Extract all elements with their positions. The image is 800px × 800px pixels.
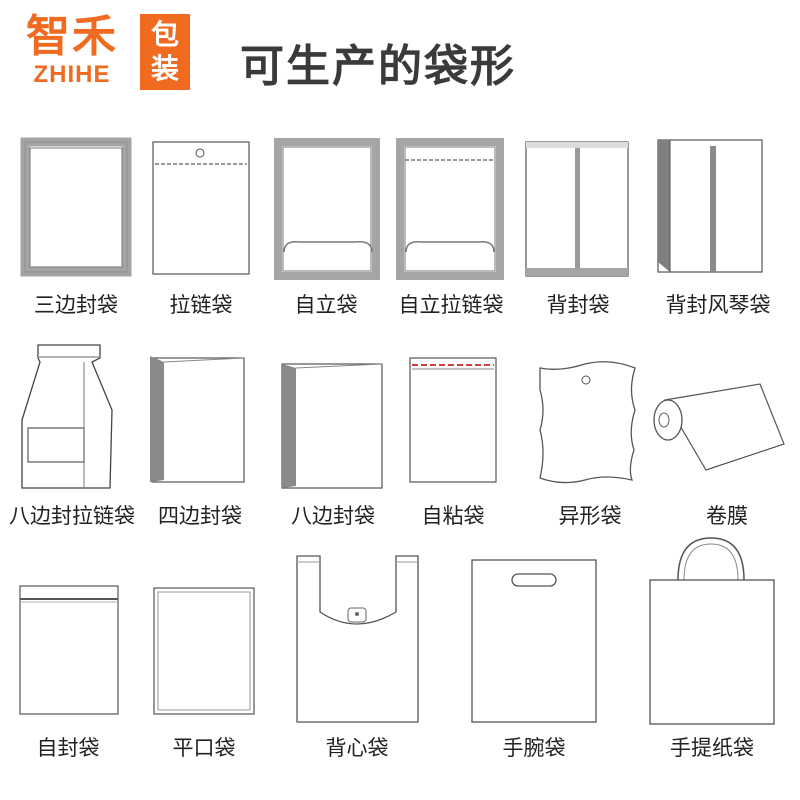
bag-label: 八边封袋 xyxy=(291,504,375,528)
bag-label: 三边封袋 xyxy=(34,293,118,317)
bag-label: 八边封拉链袋 xyxy=(9,504,135,528)
page-title: 可生产的袋形 xyxy=(240,41,516,92)
bag-label: 自立拉链袋 xyxy=(398,293,504,317)
bag-label: 背封袋 xyxy=(546,293,610,317)
bag-label: 手腕袋 xyxy=(502,736,566,760)
bag-label: 自封袋 xyxy=(36,736,100,760)
bag-label: 手提纸袋 xyxy=(670,736,754,760)
bag-label: 自立袋 xyxy=(294,293,358,317)
bag-label: 自粘袋 xyxy=(421,504,485,528)
bag-label: 四边封袋 xyxy=(158,504,242,528)
brand-wordmark: 智禾 ZHIHE xyxy=(12,12,132,92)
brand-badge: 包 装 xyxy=(140,14,190,90)
brand-name-cn: 智禾 xyxy=(26,11,118,62)
bag-label: 背心袋 xyxy=(325,736,389,760)
brand-badge-char-2: 装 xyxy=(150,52,179,85)
bag-label: 异形袋 xyxy=(558,504,622,528)
brand-logo: 智禾 ZHIHE 包 装 xyxy=(12,12,190,92)
bag-label: 卷膜 xyxy=(706,504,748,528)
bag-label: 背封风琴袋 xyxy=(665,293,771,317)
brand-badge-char-1: 包 xyxy=(150,18,179,51)
brand-name-en: ZHIHE xyxy=(33,61,111,88)
bag-label: 拉链袋 xyxy=(169,293,233,317)
bag-label: 平口袋 xyxy=(172,736,236,760)
